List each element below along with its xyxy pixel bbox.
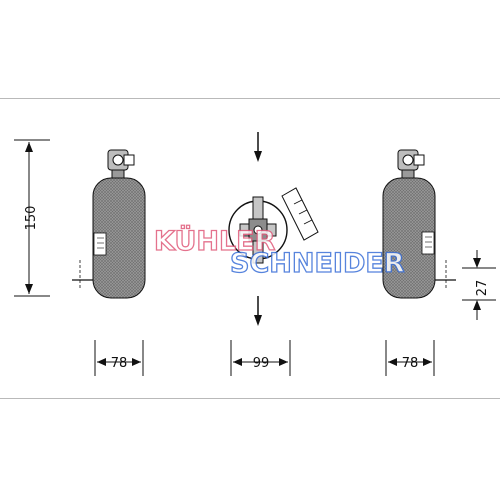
watermark-line1: KÜHLER	[154, 224, 276, 257]
right-dryer	[382, 149, 456, 299]
height-dimension-label: 150	[24, 206, 39, 231]
watermark-line2: SCHNEIDER	[230, 248, 405, 279]
middle-width-dimension	[230, 340, 291, 376]
left-width-label: 78	[111, 356, 128, 371]
middle-width-label: 99	[253, 356, 270, 371]
offset-dimension-label: 27	[475, 280, 490, 297]
left-dryer	[72, 149, 146, 299]
right-width-label: 78	[402, 356, 419, 371]
watermark-logo: KÜHLER SCHNEIDER	[153, 223, 405, 279]
left-width-dimension	[94, 340, 144, 376]
height-dimension	[14, 139, 50, 297]
right-width-dimension	[385, 340, 435, 376]
offset-dimension	[462, 250, 496, 320]
drawing-frame	[0, 98, 500, 399]
middle-top-view	[228, 132, 319, 326]
